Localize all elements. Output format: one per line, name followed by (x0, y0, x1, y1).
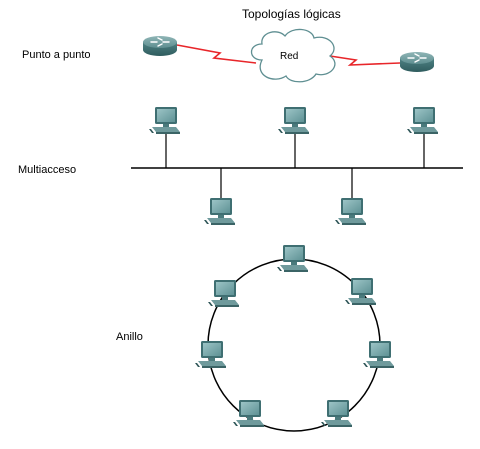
computer-icon (149, 107, 180, 134)
computer-icon (233, 400, 264, 427)
ring-section (195, 245, 394, 432)
cloud-label: Red (280, 51, 299, 62)
serial-link-left (176, 44, 257, 64)
multiaccess-section (131, 107, 463, 225)
computer-icon (363, 341, 394, 368)
computer-icon (335, 198, 366, 225)
cloud-icon (250, 28, 336, 83)
computer-icon (407, 107, 438, 134)
bus-drops (165, 134, 425, 198)
router-icon (399, 51, 435, 73)
computer-icon (204, 198, 235, 225)
point-to-point-label: Punto a punto (22, 49, 91, 61)
ring-label: Anillo (116, 331, 143, 343)
computer-icon (208, 280, 239, 307)
computer-icon (278, 107, 309, 134)
diagram-title: Topologías lógicas (242, 7, 341, 21)
computer-icon (277, 245, 308, 272)
router-icon (142, 35, 178, 57)
serial-link-right (329, 55, 401, 66)
computer-icon (195, 341, 226, 368)
computer-icon (345, 278, 376, 305)
multiaccess-label: Multiacceso (18, 164, 77, 176)
computer-icon (321, 400, 352, 427)
point-to-point-section (142, 28, 435, 83)
